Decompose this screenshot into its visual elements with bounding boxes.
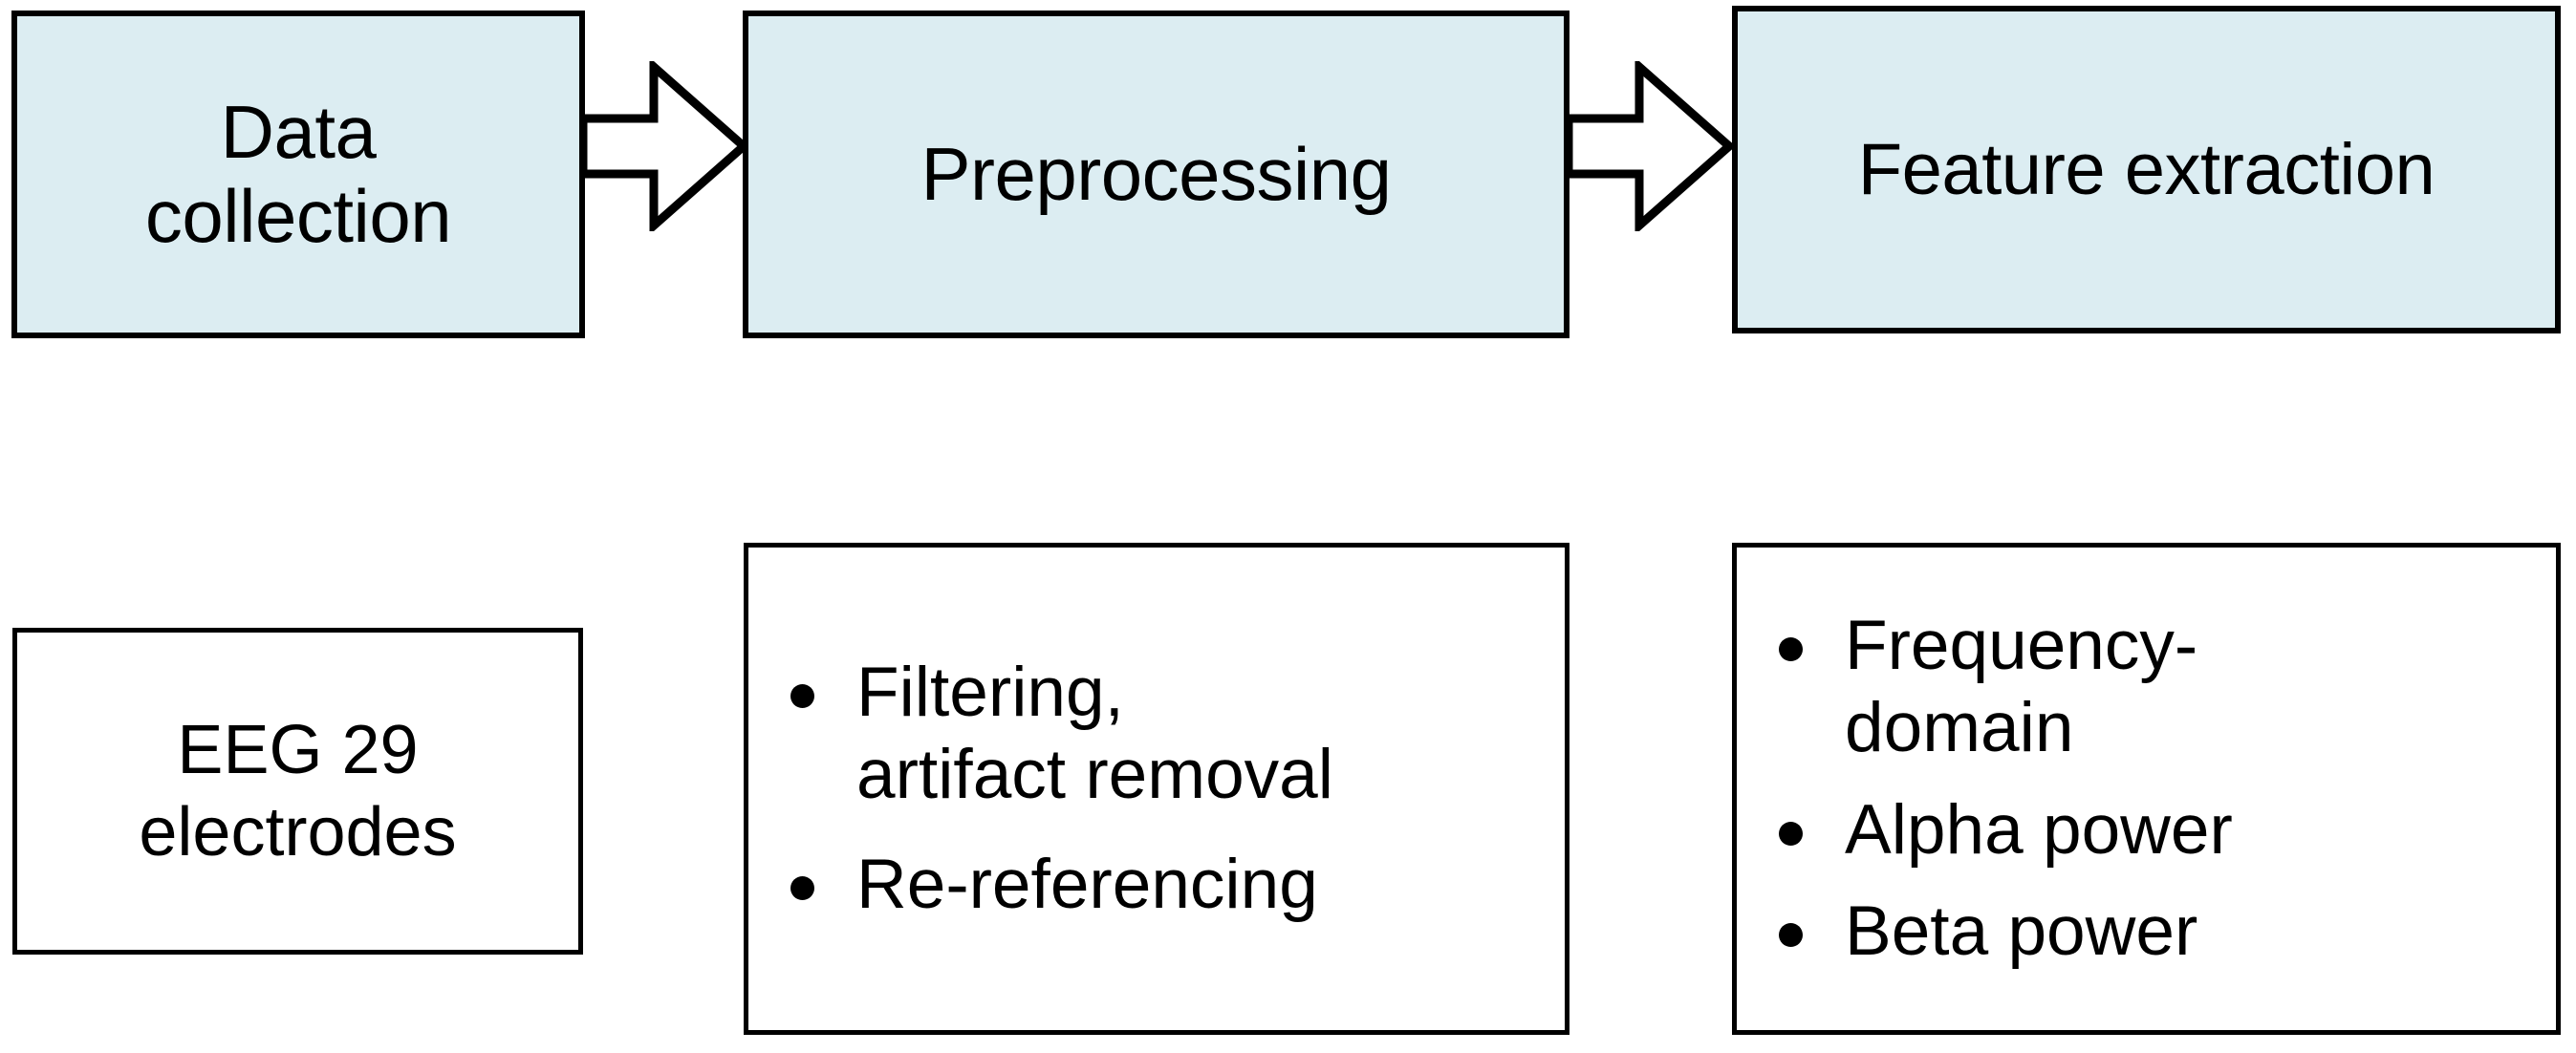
list-item: Alpha power [1779,789,2539,871]
list-item: Re-referencing [790,844,1548,926]
stage-box-preprocessing[interactable]: Preprocessing [743,11,1569,338]
bullet-dot-icon [1779,922,1803,947]
stage-label-data-collection: Data collection [144,90,452,258]
bullet-text: Filtering, artifact removal [856,654,1333,814]
bullet-dot-icon [790,875,814,900]
stage-label-preprocessing: Preprocessing [920,131,1392,216]
list-item: Frequency- domain [1779,605,2539,769]
stage-box-data-collection[interactable]: Data collection [11,11,585,338]
bullet-text: Re-referencing [856,845,1318,923]
detail-box-preprocessing[interactable]: Filtering, artifact removal Re-referenci… [744,543,1569,1035]
block-arrow-right-icon [578,57,750,235]
bullet-list-features: Frequency- domain Alpha power Beta power [1737,548,2556,1030]
bullet-dot-icon [1779,821,1803,846]
list-item: Beta power [1779,891,2539,973]
detail-box-feature-extraction[interactable]: Frequency- domain Alpha power Beta power [1732,543,2561,1035]
bullet-list-preprocessing: Filtering, artifact removal Re-referenci… [748,548,1565,1030]
list-item: Filtering, artifact removal [790,652,1548,816]
detail-label-eeg: EEG 29 electrodes [139,711,457,870]
stage-box-feature-extraction[interactable]: Feature extraction [1732,6,2561,333]
bullet-text: Frequency- domain [1845,607,2198,767]
bullet-dot-icon [790,684,814,709]
bullet-text: Alpha power [1845,790,2233,869]
block-arrow-right-icon [1564,57,1736,235]
block-arrow-right-glyph [578,57,750,235]
block-arrow-right-glyph [1564,57,1736,235]
stage-label-feature-extraction: Feature extraction [1857,128,2435,210]
bullet-text: Beta power [1845,892,2198,970]
bullet-dot-icon [1779,637,1803,662]
detail-box-eeg[interactable]: EEG 29 electrodes [12,628,583,955]
